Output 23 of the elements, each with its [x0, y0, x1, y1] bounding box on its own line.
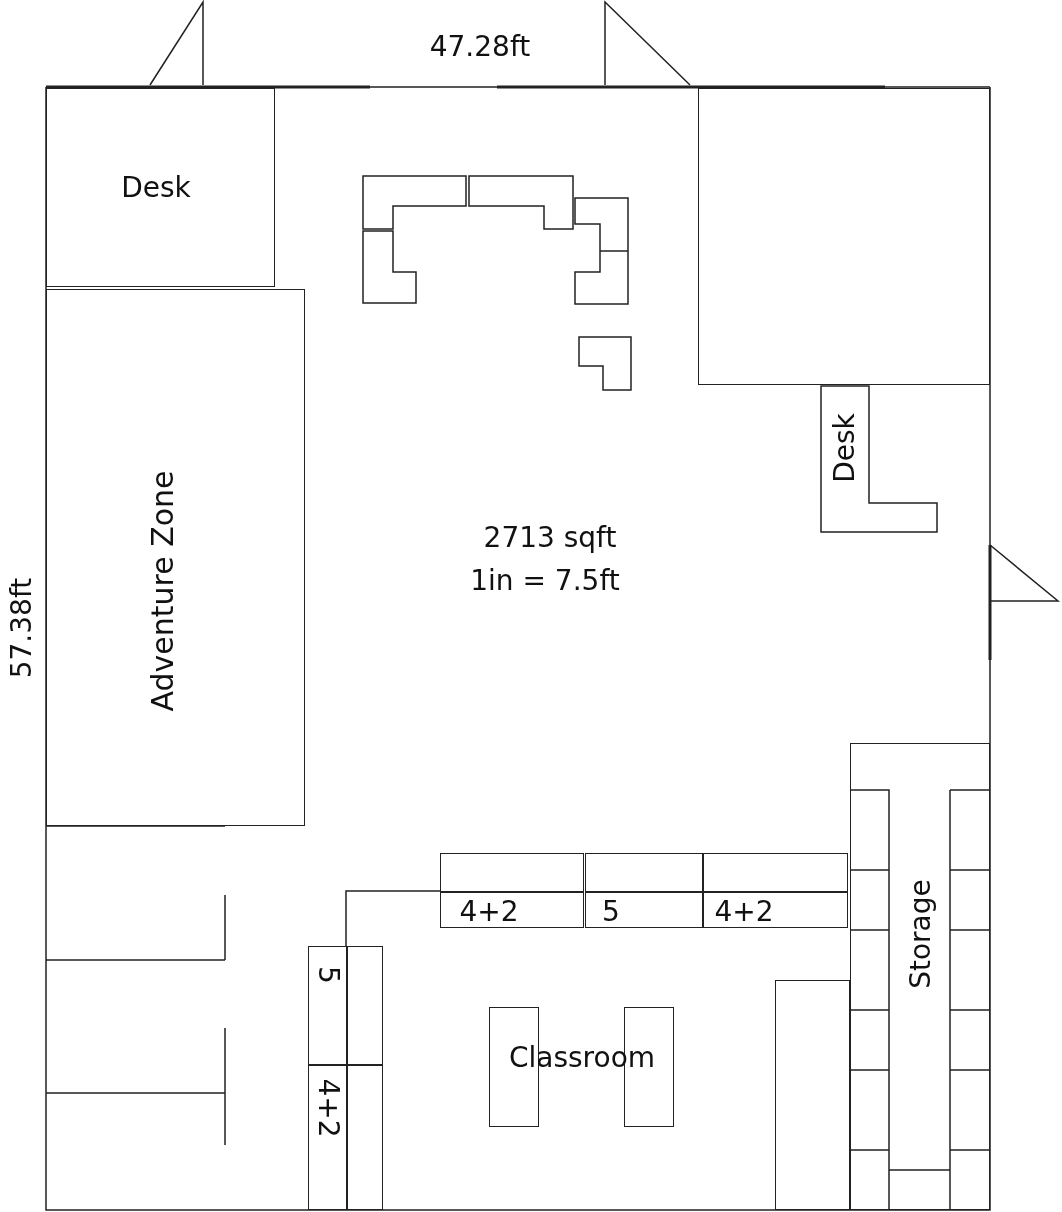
shelf-unit [308, 1065, 383, 1210]
desk-area [46, 88, 275, 287]
scale-text: 1in = 7.5ft [470, 567, 620, 595]
area-label: 5 [314, 966, 342, 984]
area-label: 4+2 [714, 898, 774, 926]
area-label: Adventure Zone [148, 470, 178, 712]
shelf-unit [440, 853, 584, 928]
l-shaped-desk [820, 385, 938, 533]
area-label: 4+2 [459, 898, 519, 926]
zone-area [698, 88, 990, 385]
shelf-unit [585, 853, 703, 928]
zone-area [46, 289, 305, 826]
area-label: 5 [602, 898, 620, 926]
area-label: 4+2 [314, 1078, 342, 1138]
shelf-unit [308, 946, 383, 1065]
area-label: Desk [121, 174, 191, 202]
area-label: Storage [907, 879, 935, 989]
dimension-text: 57.38ft [8, 577, 36, 679]
area-text: 2713 sqft [483, 524, 617, 552]
dimension-text: 47.28ft [429, 33, 531, 61]
area-label: Desk [831, 413, 859, 483]
shelf [775, 980, 850, 1210]
shelf-unit [703, 853, 848, 928]
